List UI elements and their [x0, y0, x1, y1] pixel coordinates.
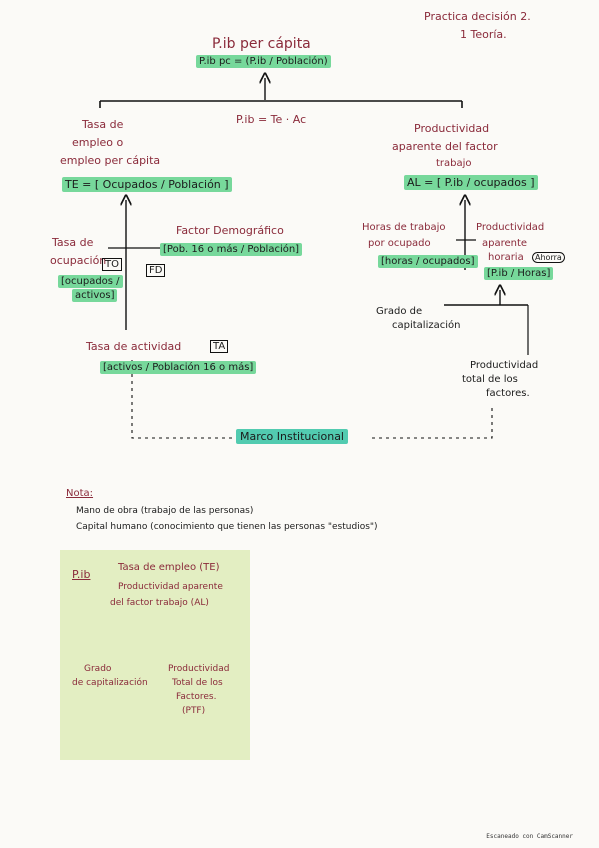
- tasa-ocupacion-formula-1: [ocupados /: [58, 275, 123, 288]
- tasa-actividad-formula: [activos / Población 16 o más]: [100, 361, 257, 374]
- pib-per-capita-formula: P.ib pc = (P.ib / Población): [196, 55, 331, 68]
- tasa-ocupacion-l2: ocupación: [50, 254, 107, 267]
- tasa-ocupacion-l1: Tasa de: [52, 236, 94, 249]
- sticky-ptf-1: Productividad: [168, 664, 230, 674]
- sticky-ptf-2: Total de los: [172, 678, 223, 688]
- prod-horaria-l2: aparente: [482, 238, 528, 249]
- tasa-ocupacion-formula-2: activos]: [72, 289, 118, 302]
- tasa-empleo-title-2: empleo o: [72, 136, 124, 149]
- sticky-ptf-4: (PTF): [182, 706, 206, 716]
- nota-label: Nota:: [66, 488, 94, 499]
- prod-horaria-l3: horaria: [488, 252, 524, 263]
- horas-trabajo-l1: Horas de trabajo: [362, 222, 446, 233]
- marco-dashed-line: [131, 360, 235, 439]
- nota-line-1: Mano de obra (trabajo de las personas): [76, 506, 254, 516]
- factor-demografico: Factor Demográfico: [176, 224, 284, 237]
- tasa-empleo-title-1: Tasa de: [82, 118, 124, 131]
- productividad-title-2: aparente del factor: [392, 140, 498, 153]
- pib-per-capita-title: P.ib per cápita: [212, 36, 311, 52]
- factor-demografico-formula: [Pob. 16 o más / Población]: [160, 243, 303, 256]
- horas-trabajo-l2: por ocupado: [368, 238, 431, 249]
- al-formula: AL = [ P.ib / ocupados ]: [404, 175, 538, 190]
- ptf-l2: total de los: [462, 374, 518, 385]
- sticky-te: Tasa de empleo (TE): [118, 562, 220, 573]
- ta-abbr: TA: [210, 340, 229, 353]
- marco-institucional: Marco Institucional: [236, 429, 348, 444]
- sticky-note: [60, 550, 250, 760]
- tasa-empleo-title-3: empleo per cápita: [60, 154, 161, 167]
- fd-abbr: FD: [146, 264, 166, 277]
- prod-horaria-l1: Productividad: [476, 222, 545, 233]
- horas-formula: [horas / ocupados]: [378, 255, 478, 268]
- ptf-l3: factores.: [486, 388, 530, 399]
- sticky-prod-1: Productividad aparente: [118, 582, 223, 592]
- grado-capitalizacion-l2: capitalización: [392, 320, 461, 331]
- prod-horaria-formula: [P.ib / Horas]: [484, 267, 554, 280]
- nota-line-2: Capital humano (conocimiento que tienen …: [76, 522, 378, 532]
- pib-formula: P.ib = Te · Ac: [236, 113, 307, 126]
- grado-capitalizacion-l1: Grado de: [376, 306, 423, 317]
- ptf-l1: Productividad: [470, 360, 539, 371]
- header-title: Practica decisión 2.: [424, 10, 531, 23]
- productividad-title-3: trabajo: [436, 158, 472, 169]
- footer-scanner: Escaneado con CamScanner: [486, 833, 573, 840]
- sticky-pib: P.ib: [72, 568, 91, 581]
- sticky-ptf-3: Factores.: [176, 692, 217, 702]
- sticky-prod-2: del factor trabajo (AL): [110, 598, 209, 608]
- tasa-actividad: Tasa de actividad: [86, 340, 182, 353]
- sticky-grado-1: Grado: [84, 664, 112, 674]
- productividad-title-1: Productividad: [414, 122, 490, 135]
- ahorra-abbr: Ahorra: [532, 252, 565, 263]
- header-subtitle: 1 Teoría.: [460, 28, 507, 41]
- sticky-grado-2: de capitalización: [72, 678, 148, 688]
- te-formula: TE = [ Ocupados / Población ]: [62, 177, 232, 192]
- to-abbr: TO: [102, 258, 122, 271]
